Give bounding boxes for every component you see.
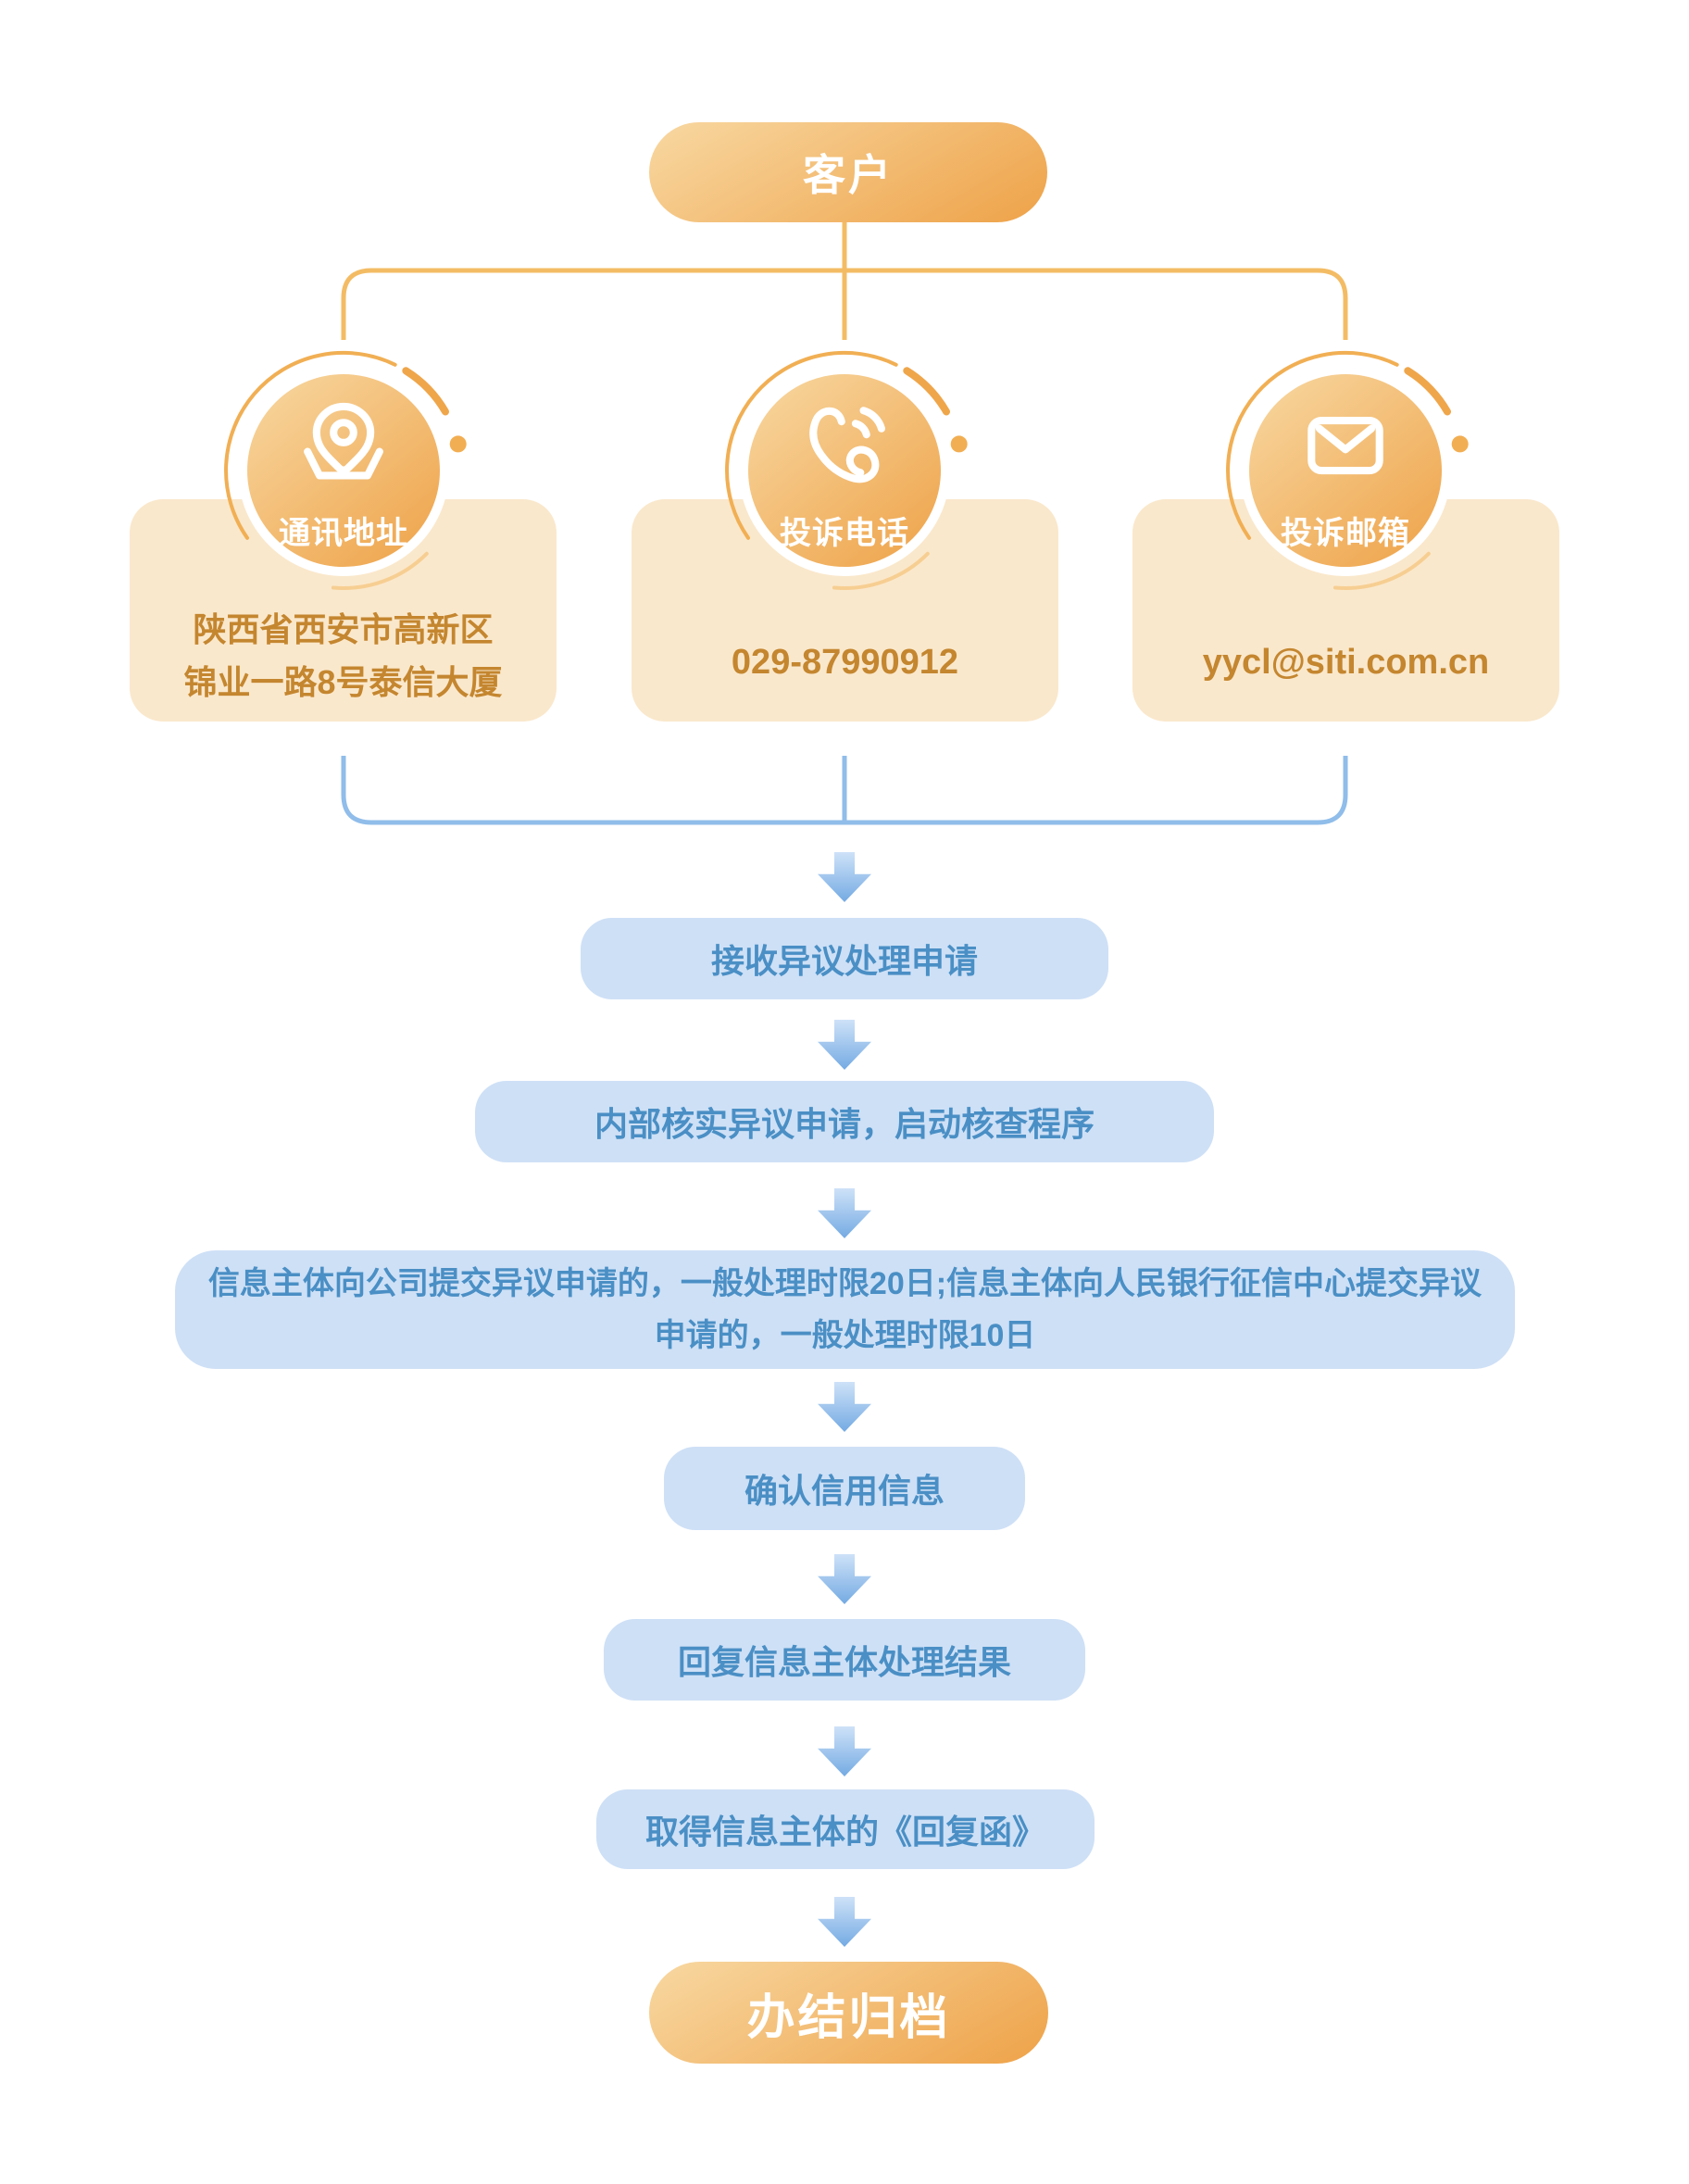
step-obtain-reply-letter: 取得信息主体的《回复函》	[596, 1789, 1095, 1869]
step-label: 回复信息主体处理结果	[677, 1643, 1011, 1681]
orbit-decoration	[725, 350, 968, 590]
address-circle: 通讯地址	[238, 365, 449, 576]
end-node-label: 办结归档	[746, 1990, 951, 2045]
channel-email: 投诉邮箱	[1207, 332, 1484, 609]
channel-address: 通讯地址	[205, 332, 482, 609]
mail-icon	[1307, 417, 1383, 475]
orbit-decoration	[1226, 350, 1469, 590]
phone-card-text: 029-87990912	[632, 640, 1058, 684]
channel-phone: 投诉电话	[706, 332, 983, 609]
step-label: 取得信息主体的《回复函》	[644, 1813, 1045, 1851]
address-line-2: 锦业一路8号泰信大厦	[183, 663, 503, 701]
address-card-text: 陕西省西安市高新区 锦业一路8号泰信大厦	[130, 603, 557, 709]
step-reply-result: 回复信息主体处理结果	[604, 1619, 1085, 1701]
end-node-archive: 办结归档	[649, 1962, 1048, 2064]
step-receive-application: 接收异议处理申请	[581, 918, 1108, 999]
step-processing-time-limits: 信息主体向公司提交异议申请的，一般处理时限20日;信息主体向人民银行征信中心提交…	[175, 1250, 1515, 1369]
step-internal-verification: 内部核实异议申请，启动核查程序	[475, 1081, 1214, 1162]
phone-circle: 投诉电话	[739, 365, 950, 576]
address-line-1: 陕西省西安市高新区	[193, 610, 494, 648]
step-label-line-1: 信息主体向公司提交异议申请的，一般处理时限20日;信息主体向人民银行征信中心提交…	[207, 1266, 1483, 1301]
start-node-customer: 客户	[649, 122, 1047, 222]
email-card-text: yycl@siti.com.cn	[1132, 640, 1559, 684]
orbit-decoration	[224, 350, 467, 590]
step-label: 接收异议处理申请	[710, 942, 978, 980]
step-label: 确认信用信息	[744, 1472, 945, 1510]
start-node-label: 客户	[803, 151, 894, 199]
phone-circle-label: 投诉电话	[780, 516, 909, 551]
step-confirm-credit-info: 确认信用信息	[664, 1447, 1025, 1530]
phone-number: 029-87990912	[731, 643, 959, 682]
email-address: yycl@siti.com.cn	[1202, 643, 1490, 682]
email-circle: 投诉邮箱	[1240, 365, 1451, 576]
phone-card: 029-87990912	[632, 499, 1058, 722]
step-label: 内部核实异议申请，启动核查程序	[594, 1105, 1095, 1143]
phone-icon	[809, 407, 886, 483]
location-pin-icon	[304, 402, 383, 480]
address-circle-label: 通讯地址	[279, 516, 408, 551]
step-label-line-2: 申请的，一般处理时限10日	[654, 1318, 1036, 1353]
email-circle-label: 投诉邮箱	[1281, 516, 1410, 551]
